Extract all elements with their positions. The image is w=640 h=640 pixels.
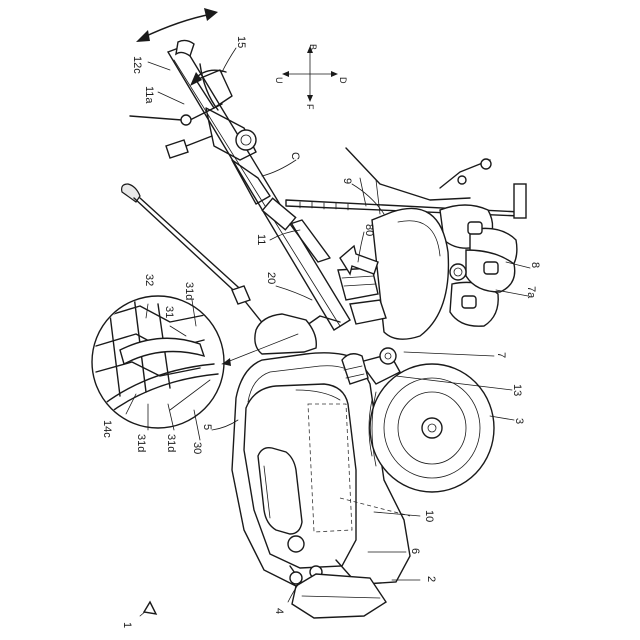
label-1: 1 [121, 622, 133, 628]
label-31: 31 [163, 306, 175, 318]
label-14c: 14c [101, 420, 113, 438]
label-20: 20 [265, 272, 277, 284]
label-9: 9 [341, 178, 353, 184]
label-13: 13 [511, 384, 523, 396]
label-2: 2 [425, 576, 437, 582]
direction-back: B [308, 44, 318, 50]
rotor-tines [440, 205, 517, 326]
label-32: 32 [143, 274, 155, 286]
label-11a: 11a [143, 86, 155, 104]
swing-arrow [136, 8, 218, 42]
label-7a: 7a [525, 286, 537, 299]
label-10: 10 [423, 510, 435, 522]
direction-front: F [305, 104, 315, 110]
direction-indicator: B U D F [274, 44, 348, 110]
label-7: 7 [495, 352, 507, 358]
label-15: 15 [235, 36, 247, 48]
label-31d-top: 31d [183, 282, 195, 300]
label-c: C [289, 152, 301, 160]
direction-down: D [338, 77, 348, 84]
label-12c: 12c [131, 56, 143, 74]
rear-stand [286, 148, 526, 218]
label-80: 80 [363, 224, 375, 236]
handle-column [130, 40, 350, 330]
label-4: 4 [273, 608, 285, 614]
label-11: 11 [255, 234, 267, 245]
label-8: 8 [529, 262, 541, 268]
label-6: 6 [409, 548, 421, 554]
label-5: 5 [201, 424, 213, 430]
direction-up: U [274, 77, 284, 84]
rotor-cover [372, 208, 448, 339]
label-30: 30 [191, 442, 203, 454]
wheel [369, 364, 494, 492]
label-31d-mid: 31d [165, 434, 177, 452]
label-31d-left: 31d [135, 434, 147, 452]
label-3: 3 [513, 418, 525, 424]
